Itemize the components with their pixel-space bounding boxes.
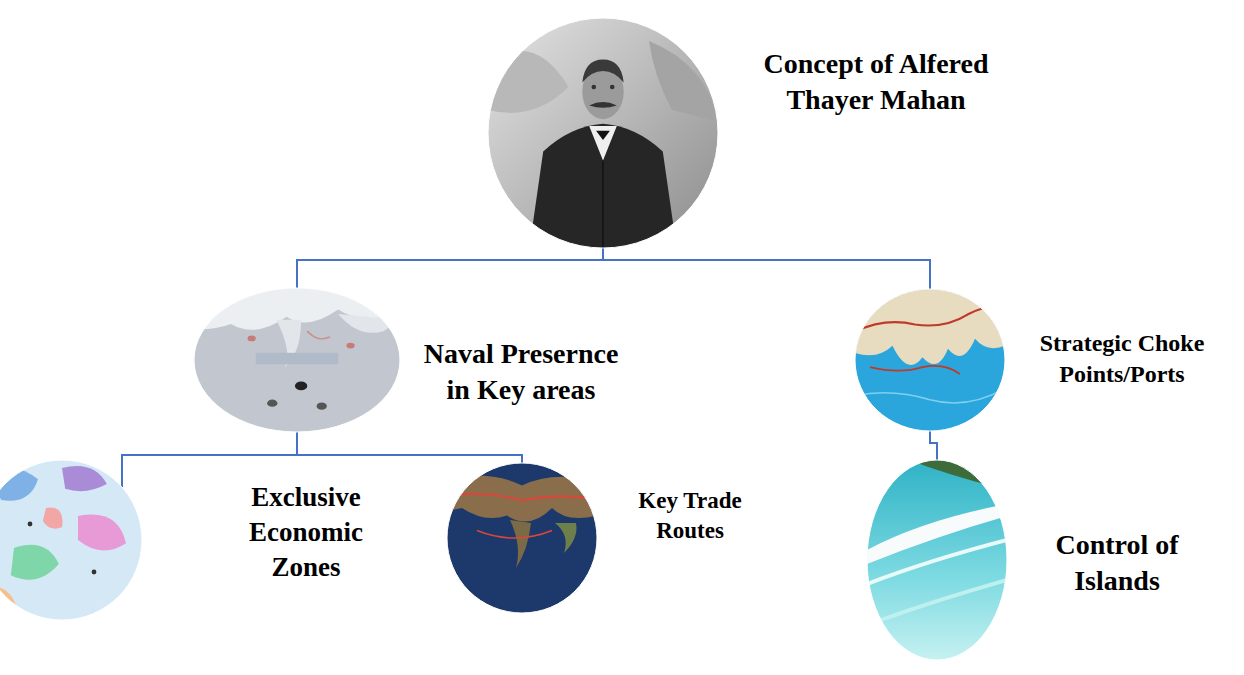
node-label: Key Trade Routes bbox=[636, 486, 744, 546]
connector-line bbox=[297, 248, 603, 288]
node-label: Control of Islands bbox=[1053, 527, 1181, 600]
circle-illustration bbox=[488, 18, 718, 248]
circle-illustration bbox=[0, 460, 142, 620]
node-label: Naval Presernce in Key areas bbox=[422, 336, 621, 409]
image-circle-node: Strategic Choke Points/Ports bbox=[855, 289, 1005, 431]
node-label: Concept of Alfered Thayer Mahan bbox=[762, 46, 991, 119]
image-circle-node: Naval Presernce in Key areas bbox=[194, 288, 400, 432]
connector-line bbox=[297, 432, 522, 463]
circle-illustration bbox=[194, 288, 400, 432]
image-circle-node: Control of Islands bbox=[867, 460, 1007, 660]
circle-illustration bbox=[867, 460, 1007, 660]
image-circle-node: Key Trade Routes bbox=[447, 463, 597, 613]
circle-illustration bbox=[447, 463, 597, 613]
node-label: Strategic Choke Points/Ports bbox=[1038, 328, 1207, 390]
image-circle-node: Exclusive Economic Zones bbox=[0, 460, 142, 620]
circle-illustration bbox=[855, 289, 1005, 431]
image-circle-node: Concept of Alfered Thayer Mahan bbox=[488, 18, 718, 248]
node-label: Exclusive Economic Zones bbox=[247, 480, 365, 585]
connector-line bbox=[930, 431, 937, 460]
connector-line bbox=[122, 432, 297, 487]
connector-line bbox=[603, 248, 930, 289]
